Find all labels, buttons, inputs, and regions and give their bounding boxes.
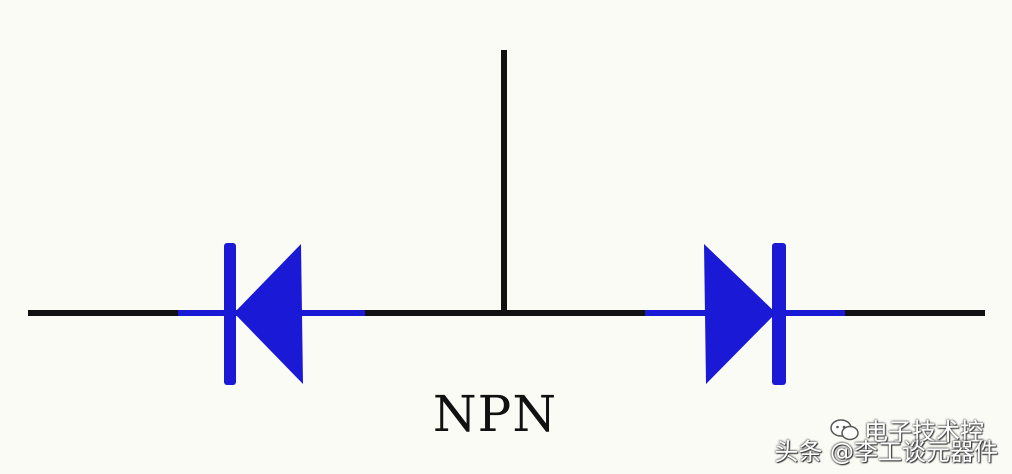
wechat-icon <box>830 418 859 440</box>
watermark-top: 电子技术控 <box>830 412 984 447</box>
left-diode-triangle <box>234 244 303 384</box>
transistor-type-label: NPN <box>432 385 558 443</box>
left-diode <box>178 243 365 385</box>
left-diode-cathode-bar <box>224 243 236 385</box>
watermark-bottom: 头条 @李工谈元器件 <box>774 438 998 466</box>
right-diode <box>645 243 845 385</box>
watermark-line1: 电子技术控 <box>864 418 984 446</box>
right-diode-triangle <box>704 244 776 384</box>
right-diode-cathode-bar <box>772 243 786 385</box>
